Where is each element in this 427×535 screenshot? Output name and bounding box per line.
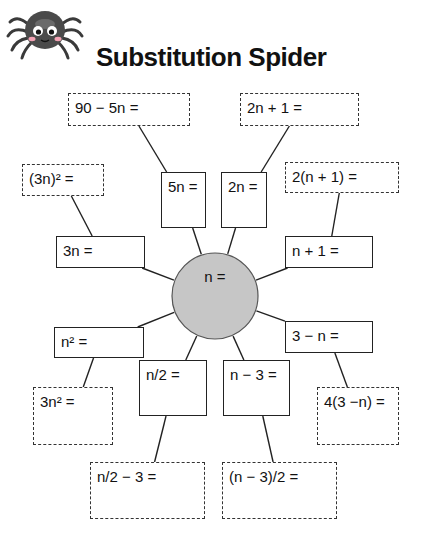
spider-leg-line [256, 311, 285, 321]
expression-text: n + 1 = [292, 242, 366, 260]
answer-box: 3n² = [33, 387, 113, 445]
answer-box: n/2 − 3 = [90, 462, 205, 519]
spider-leg [22, 42, 32, 58]
expression-text: 3n = [63, 242, 138, 260]
spider-leg-line [256, 268, 287, 280]
expression-text: n − 3 = [230, 366, 283, 384]
circle-shape [172, 253, 258, 339]
expression-text: n = [177, 268, 253, 286]
expression-text: n² = [61, 333, 137, 351]
expression-box: 3 − n = [285, 321, 373, 353]
expression-text: 3 − n = [292, 327, 366, 345]
expression-box: n − 3 = [223, 360, 290, 416]
expression-text: 2n + 1 = [247, 99, 352, 117]
expression-text: 2(n + 1) = [292, 168, 392, 186]
spider-leg-line [186, 336, 197, 360]
circle-outline [171, 252, 259, 340]
spider-leg-line [228, 228, 236, 254]
spider-cheek [29, 37, 36, 41]
answer-box: (n − 3)/2 = [222, 462, 337, 519]
spider-leg [62, 30, 82, 36]
expression-box: 3n = [56, 236, 145, 268]
center-circle: n = [171, 252, 259, 340]
answer-box: 4(3 −n) = [317, 387, 399, 445]
spider-cheek [55, 37, 62, 41]
expression-box: n² = [54, 327, 144, 358]
spider-leg-line [83, 358, 93, 387]
spider-smile [41, 40, 49, 42]
spider-leg-line [193, 228, 202, 254]
expression-text: 3n² = [40, 393, 106, 411]
expression-text: 90 − 5n = [75, 99, 183, 117]
spider-leg-line [332, 193, 340, 236]
worksheet-title: Substitution Spider [96, 42, 326, 73]
spider-leg-line [263, 416, 273, 462]
expression-text: (n − 3)/2 = [229, 468, 330, 486]
spider-leg-line [71, 196, 92, 236]
spider-leg [58, 42, 68, 58]
spider-leg-line [335, 353, 347, 387]
answer-box: 2n + 1 = [240, 93, 359, 126]
spider-leg-line [142, 268, 174, 280]
expression-text: 5n = [168, 178, 199, 196]
spider-leg-line [155, 416, 166, 462]
spider-leg [8, 30, 28, 36]
spider-eye [33, 26, 43, 36]
spider-eye [47, 26, 57, 36]
answer-box: 2(n + 1) = [285, 162, 399, 193]
expression-text: 4(3 −n) = [324, 393, 392, 411]
expression-text: n/2 = [146, 366, 200, 384]
spider-leg-line [233, 336, 244, 360]
spider-pupil [49, 29, 54, 34]
spider-illustration [8, 11, 82, 58]
spider-leg-line [138, 312, 174, 327]
expression-box: n + 1 = [285, 236, 373, 268]
spider-pupil [36, 29, 41, 34]
expression-text: n/2 − 3 = [97, 468, 198, 486]
expression-box: n/2 = [139, 360, 207, 416]
answer-box: (3n)² = [22, 164, 104, 196]
spider-body [25, 11, 65, 49]
expression-box: 2n = [221, 172, 267, 228]
expression-text: 2n = [228, 178, 260, 196]
answer-box: 90 − 5n = [68, 93, 190, 126]
expression-text: (3n)² = [29, 170, 97, 188]
expression-box: 5n = [161, 172, 206, 228]
spider-leg-line [139, 126, 167, 172]
